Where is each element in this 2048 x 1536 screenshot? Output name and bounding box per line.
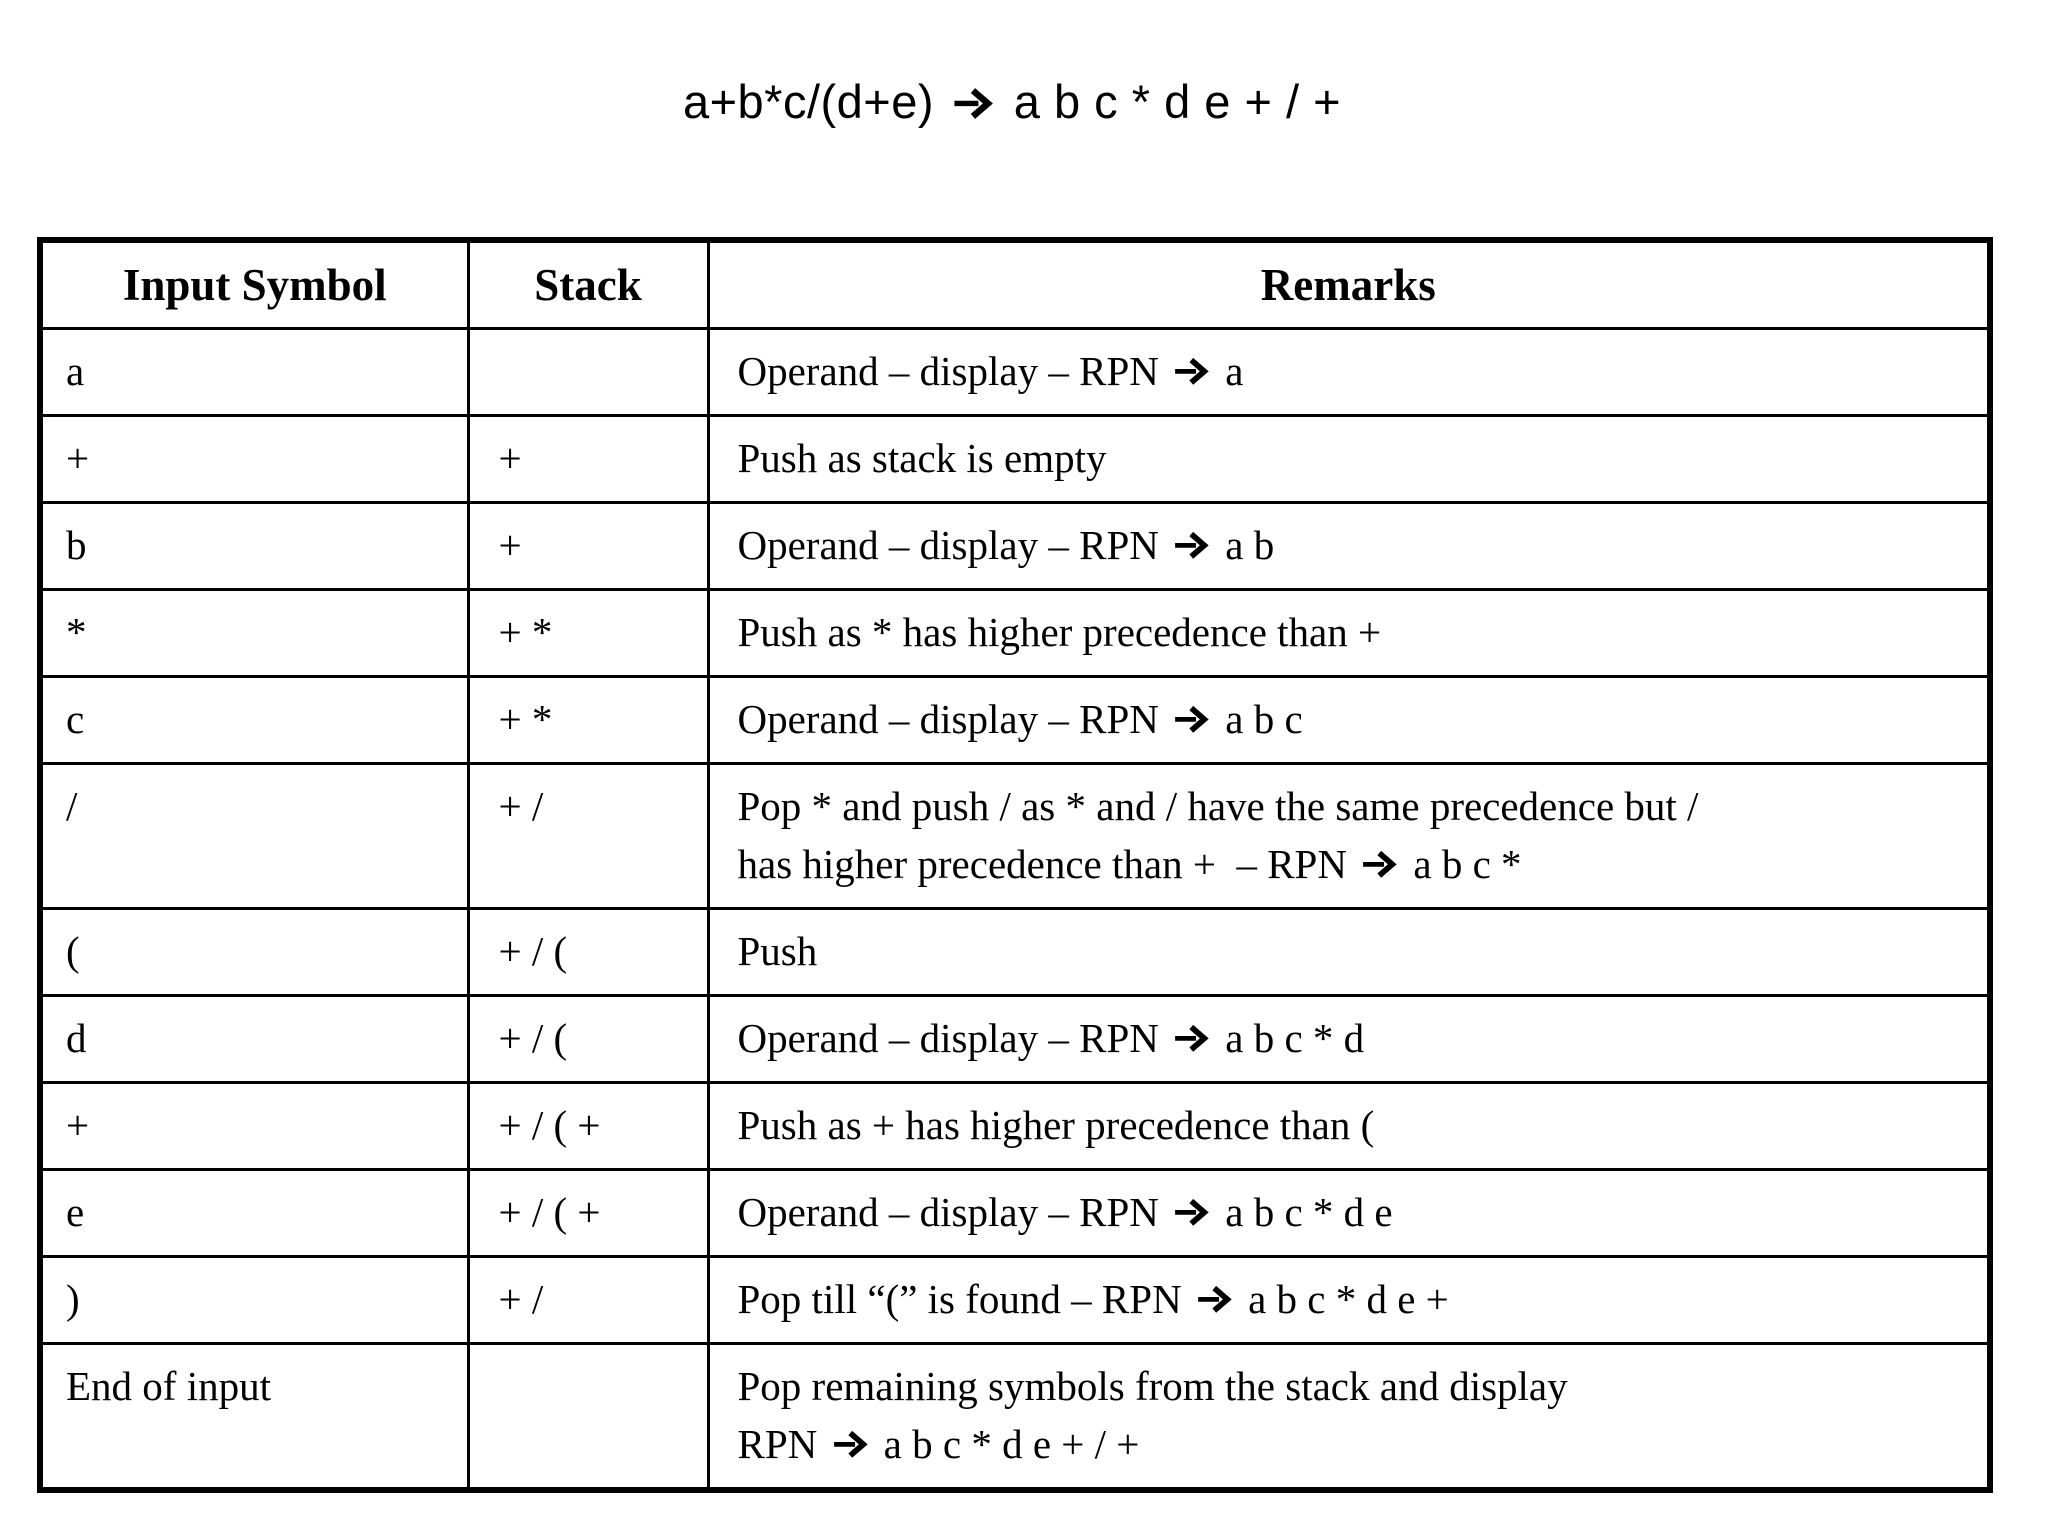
stack-cell: + / (: [466, 993, 710, 1084]
rpn-arrow-icon: [1175, 1025, 1209, 1053]
stack-cell: [466, 1341, 710, 1491]
table-row: End of input Pop remaining symbols from …: [38, 1341, 1992, 1491]
stack-cell: + / (: [466, 906, 710, 997]
rpn-arrow-icon: [1198, 1286, 1232, 1314]
col-header-stack: Stack: [466, 238, 710, 330]
stack-cell: + *: [466, 587, 710, 678]
table-row: / + / Pop * and push / as * and / have t…: [38, 761, 1992, 910]
stack-cell: + /: [466, 1254, 710, 1345]
table-row: + + / ( + Push as + has higher precedenc…: [38, 1080, 1992, 1171]
table-row: ) + / Pop till “(” is found – RPN a b c …: [38, 1254, 1992, 1345]
input-symbol-cell: b: [38, 500, 470, 591]
input-symbol-cell: d: [38, 993, 470, 1084]
remarks-cell: Operand – display – RPN a: [706, 326, 1992, 417]
stack-cell: + / ( +: [466, 1167, 710, 1258]
remarks-cell: Push: [706, 906, 1992, 997]
rpn-arrow-icon: [833, 1431, 868, 1459]
rpn-arrow-icon: [1175, 358, 1209, 386]
input-symbol-cell: ): [38, 1254, 470, 1345]
input-symbol-cell: a: [38, 326, 470, 417]
stack-cell: +: [466, 500, 710, 591]
rpn-arrow-icon: [1175, 532, 1209, 560]
remarks-cell: Pop remaining symbols from the stack and…: [706, 1341, 1992, 1491]
table-row: + + Push as stack is empty: [38, 413, 1992, 504]
remarks-cell: Operand – display – RPN a b: [706, 500, 1992, 591]
input-symbol-cell: (: [38, 906, 470, 997]
input-symbol-cell: c: [38, 674, 470, 765]
col-header-input-symbol: Input Symbol: [38, 238, 470, 330]
table-row: * + * Push as * has higher precedence th…: [38, 587, 1992, 678]
remarks-cell: Pop * and push / as * and / have the sam…: [706, 761, 1992, 910]
input-symbol-cell: /: [38, 761, 470, 910]
table-row: a Operand – display – RPN a: [38, 326, 1992, 417]
remarks-cell: Push as stack is empty: [706, 413, 1992, 504]
table-row: d + / ( Operand – display – RPN a b c * …: [38, 993, 1992, 1084]
page-title: a+b*c/(d+e) a b c * d e + / +: [682, 75, 1342, 128]
remarks-cell: Push as * has higher precedence than +: [706, 587, 1992, 678]
table-row: e + / ( + Operand – display – RPN a b c …: [38, 1167, 1992, 1258]
col-header-remarks: Remarks: [706, 238, 1992, 330]
remarks-cell: Operand – display – RPN a b c * d e: [706, 1167, 1992, 1258]
rpn-arrow-icon: [954, 88, 994, 119]
input-symbol-cell: +: [38, 413, 470, 504]
input-symbol-cell: +: [38, 1080, 470, 1171]
stack-cell: + *: [466, 674, 710, 765]
stack-cell: + / ( +: [466, 1080, 710, 1171]
remarks-cell: Pop till “(” is found – RPN a b c * d e …: [706, 1254, 1992, 1345]
table-row: b + Operand – display – RPN a b: [38, 500, 1992, 591]
input-symbol-cell: *: [38, 587, 470, 678]
input-symbol-cell: e: [38, 1167, 470, 1258]
table-row: c + * Operand – display – RPN a b c: [38, 674, 1992, 765]
stack-cell: [466, 326, 710, 417]
stack-cell: +: [466, 413, 710, 504]
rpn-arrow-icon: [1363, 851, 1397, 879]
rpn-arrow-icon: [1175, 1199, 1209, 1227]
stack-cell: + /: [466, 761, 710, 910]
header-row: Input Symbol Stack Remarks: [38, 238, 1992, 330]
remarks-cell: Operand – display – RPN a b c * d: [706, 993, 1992, 1084]
input-symbol-cell: End of input: [38, 1341, 470, 1491]
rpn-conversion-table: Input Symbol Stack Remarks a Operand – d…: [37, 237, 1993, 1493]
table-row: ( + / ( Push: [38, 906, 1992, 997]
rpn-arrow-icon: [1175, 706, 1209, 734]
remarks-cell: Operand – display – RPN a b c: [706, 674, 1992, 765]
remarks-cell: Push as + has higher precedence than (: [706, 1080, 1992, 1171]
